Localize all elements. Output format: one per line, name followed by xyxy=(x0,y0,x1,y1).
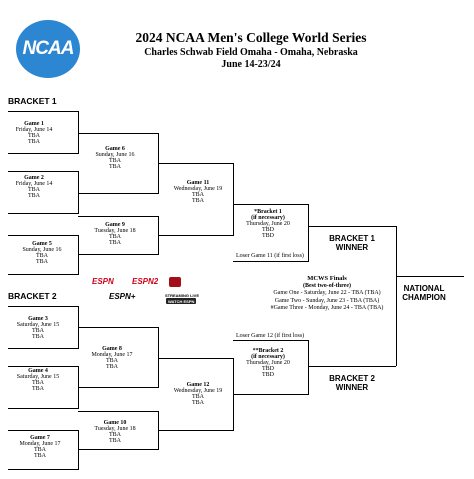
game7-info: Game 7 Monday, June 17 TBA TBA xyxy=(19,435,61,459)
bracket2-winner-label: BRACKET 2 WINNER xyxy=(329,374,375,392)
streaming-live-label: STREAMING LIVE xyxy=(165,293,200,298)
mcws-finals-info: MCWS Finals (Best two-of-three) Game One… xyxy=(270,275,384,311)
game10-info: Game 10 Tuesday, June 18 TBA TBA xyxy=(94,420,136,444)
bracket2-if-necessary-info: **Bracket 2 (if necessary) Thursday, Jun… xyxy=(246,348,290,378)
game2-info: Game 2 Friday, June 14 TBA TBA xyxy=(15,175,53,199)
bracket1-if-necessary-info: *Bracket 1 (if necessary) Thursday, June… xyxy=(246,209,290,239)
game3-info: Game 3 Saturday, June 15 TBA TBA xyxy=(16,316,60,340)
game11-info: Game 11 Wednesday, June 19 TBA TBA xyxy=(173,180,223,204)
game6-info: Game 6 Sunday, June 16 TBA TBA xyxy=(95,146,135,170)
bracket1-label: BRACKET 1 xyxy=(8,96,57,106)
watch-espn-badge: WATCH ESPN xyxy=(166,298,196,304)
game12-info: Game 12 Wednesday, June 19 TBA TBA xyxy=(173,382,223,406)
game5-info: Game 5 Sunday, June 16 TBA TBA xyxy=(22,241,62,265)
game4-info: Game 4 Saturday, June 15 TBA TBA xyxy=(16,368,60,392)
loser-game12-note: Loser Game 12 (if first loss) xyxy=(236,333,305,339)
network-badge-icon xyxy=(169,277,181,287)
dates: June 14-23/24 xyxy=(221,59,281,70)
ncaa-logo: NCAA ® xyxy=(16,20,80,78)
bracket2-label: BRACKET 2 xyxy=(8,291,57,301)
espn2-logo: ESPN2 xyxy=(132,277,159,286)
espn-plus-logo: ESPN+ xyxy=(109,292,136,301)
ncaa-logo-text: NCAA xyxy=(22,38,75,59)
game1-info: Game 1 Friday, June 14 TBA TBA xyxy=(15,121,53,145)
bracket1-winner-label: BRACKET 1 WINNER xyxy=(329,234,375,252)
loser-game11-note: Loser Game 11 (if first loss) xyxy=(236,253,304,259)
national-champion-label: NATIONAL CHAMPION xyxy=(402,284,446,302)
venue: Charles Schwab Field Omaha - Omaha, Nebr… xyxy=(144,47,358,58)
page-title: 2024 NCAA Men's College World Series xyxy=(135,30,367,45)
game9-info: Game 9 Tuesday, June 18 TBA TBA xyxy=(94,222,136,246)
espn-logo: ESPN xyxy=(92,277,114,286)
game8-info: Game 8 Monday, June 17 TBA TBA xyxy=(91,346,133,370)
